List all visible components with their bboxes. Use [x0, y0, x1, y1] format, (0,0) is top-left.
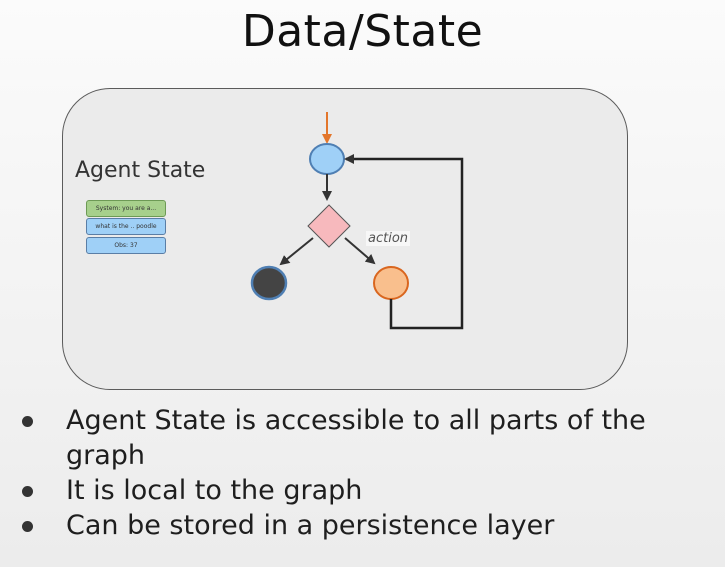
bullet-text: Agent State is accessible to all parts o…	[66, 405, 646, 471]
start-node	[309, 143, 345, 175]
agent-state-label: Agent State	[75, 158, 206, 183]
bullet-text: It is local to the graph	[66, 475, 363, 506]
bullet-dot	[22, 521, 33, 532]
bullet-item: Can be stored in a persistence layer	[18, 508, 718, 543]
bullet-text: Can be stored in a persistence layer	[66, 510, 555, 541]
message-observation: Obs: 37	[86, 237, 166, 254]
slide-title: Data/State	[241, 6, 484, 57]
edge-decision-to-action	[344, 237, 376, 265]
action-node	[373, 266, 409, 300]
bullet-dot	[22, 486, 33, 497]
bullet-item: It is local to the graph	[18, 473, 718, 508]
edge-decision-to-end	[279, 237, 314, 266]
edge-label-action: action	[366, 231, 411, 246]
decision-node	[307, 204, 351, 248]
bullet-dot	[22, 416, 33, 427]
message-user: what is the .. poodle	[86, 218, 166, 235]
loop-back-edge	[344, 154, 464, 330]
end-node	[250, 265, 288, 301]
bullet-list: Agent State is accessible to all parts o…	[18, 403, 718, 543]
bullet-item: Agent State is accessible to all parts o…	[18, 403, 718, 473]
message-system: System: you are a...	[86, 200, 166, 217]
